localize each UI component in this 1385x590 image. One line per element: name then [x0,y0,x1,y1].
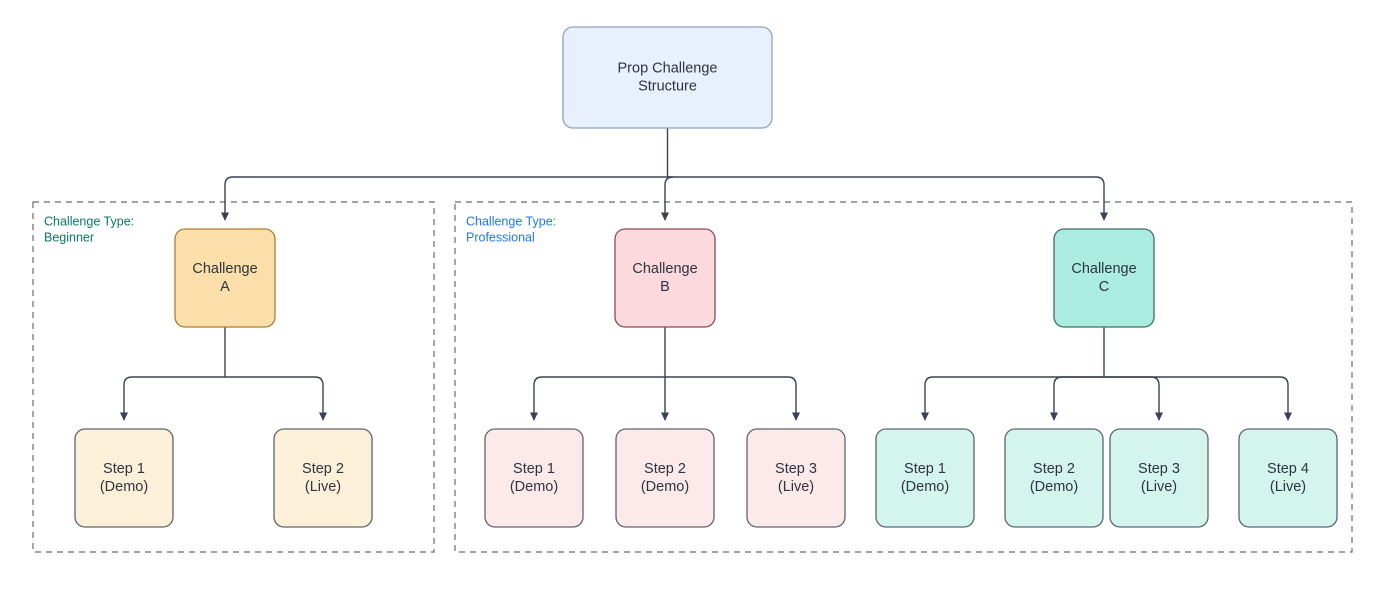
node-step-b3[interactable]: Step 3 (Live) [746,428,846,528]
node-step-b1-label-line-1: Step 1 [513,461,555,477]
group-beginner-boundary [32,201,435,553]
group-professional-boundary [454,201,1353,553]
edge-challenge-c-to-step-c3 [1104,376,1164,421]
node-challenge-b-rect [614,228,716,328]
node-root-prop-challenge-structure-rect [562,26,773,129]
node-step-c2[interactable]: Step 2 (Demo) [1004,428,1104,528]
node-step-c3[interactable]: Step 3 (Live) [1109,428,1209,528]
node-step-c1-label-line-2: (Demo) [901,479,949,495]
node-step-a1-label-line-1: Step 1 [103,461,145,477]
edge-challenge-c-to-step-c2 [1049,376,1104,421]
node-step-a1-rect [74,428,174,528]
node-step-c4[interactable]: Step 4 (Live) [1238,428,1338,528]
node-challenge-b-label-line-2: B [660,279,670,295]
node-step-b1-label-line-2: (Demo) [510,479,558,495]
group-beginner-label-line-2: Beginner [44,230,94,244]
node-step-c3-label-line-2: (Live) [1141,479,1177,495]
nodes-layer: Prop ChallengeStructureChallengeAChallen… [74,26,1338,528]
node-step-a1[interactable]: Step 1 (Demo) [74,428,174,528]
node-challenge-c-label-line-1: Challenge [1071,261,1136,277]
node-step-c2-rect [1004,428,1104,528]
edge-root-to-challenge-b [660,176,674,221]
node-step-c4-label-line-2: (Live) [1270,479,1306,495]
node-step-c1-label-line-1: Step 1 [904,461,946,477]
node-step-c1-rect [875,428,975,528]
node-step-b1[interactable]: Step 1 (Demo) [484,428,584,528]
node-step-a2-label-line-2: (Live) [305,479,341,495]
edge-challenge-c-to-step-c4 [1104,376,1293,421]
node-step-b1-rect [484,428,584,528]
edge-challenge-a-to-step-a2 [225,376,328,421]
node-challenge-b-label-line-1: Challenge [632,261,697,277]
edge-challenge-c-to-step-c1 [920,376,1104,421]
node-step-c2-label-line-1: Step 2 [1033,461,1075,477]
node-step-b3-rect [746,428,846,528]
node-step-b2[interactable]: Step 2 (Demo) [615,428,715,528]
group-containers [32,201,1353,553]
edges-layer [119,128,1293,421]
node-step-b3-label-line-1: Step 3 [775,461,817,477]
node-step-a2-rect [273,428,373,528]
group-professional-label-line-2: Professional [466,230,535,244]
node-step-c1[interactable]: Step 1 (Demo) [875,428,975,528]
group-professional-label-line-1: Challenge Type: [466,214,556,228]
node-step-c4-label-line-1: Step 4 [1267,461,1309,477]
group-beginner-label-line-1: Challenge Type: [44,214,134,228]
node-root-prop-challenge-structure-label-line-1: Prop Challenge [618,60,718,76]
edge-challenge-b-to-step-b3 [665,376,801,421]
node-step-b2-label-line-1: Step 2 [644,461,686,477]
node-step-b2-rect [615,428,715,528]
node-challenge-a-label-line-1: Challenge [192,261,257,277]
node-challenge-a-label-line-2: A [220,279,230,295]
group-labels-layer: Challenge Type: Beginner Challenge Type: Pr… [44,214,556,244]
node-root-prop-challenge-structure-label-line-2: Structure [638,78,697,94]
node-step-c4-rect [1238,428,1338,528]
node-step-a1-label-line-2: (Demo) [100,479,148,495]
edge-challenge-a-to-step-a1 [119,376,225,421]
node-step-a2-label-line-1: Step 2 [302,461,344,477]
node-challenge-c-label-line-2: C [1099,279,1109,295]
node-step-a2[interactable]: Step 2 (Live) [273,428,373,528]
edge-root-to-challenge-a [220,176,668,221]
node-step-c3-rect [1109,428,1209,528]
node-challenge-a-rect [174,228,276,328]
node-step-c3-label-line-1: Step 3 [1138,461,1180,477]
node-step-c2-label-line-2: (Demo) [1030,479,1078,495]
node-step-b2-label-line-2: (Demo) [641,479,689,495]
edge-challenge-b-to-step-b1 [529,376,665,421]
node-step-b3-label-line-2: (Live) [778,479,814,495]
edge-root-to-challenge-c [667,176,1109,221]
node-challenge-c-rect [1053,228,1155,328]
